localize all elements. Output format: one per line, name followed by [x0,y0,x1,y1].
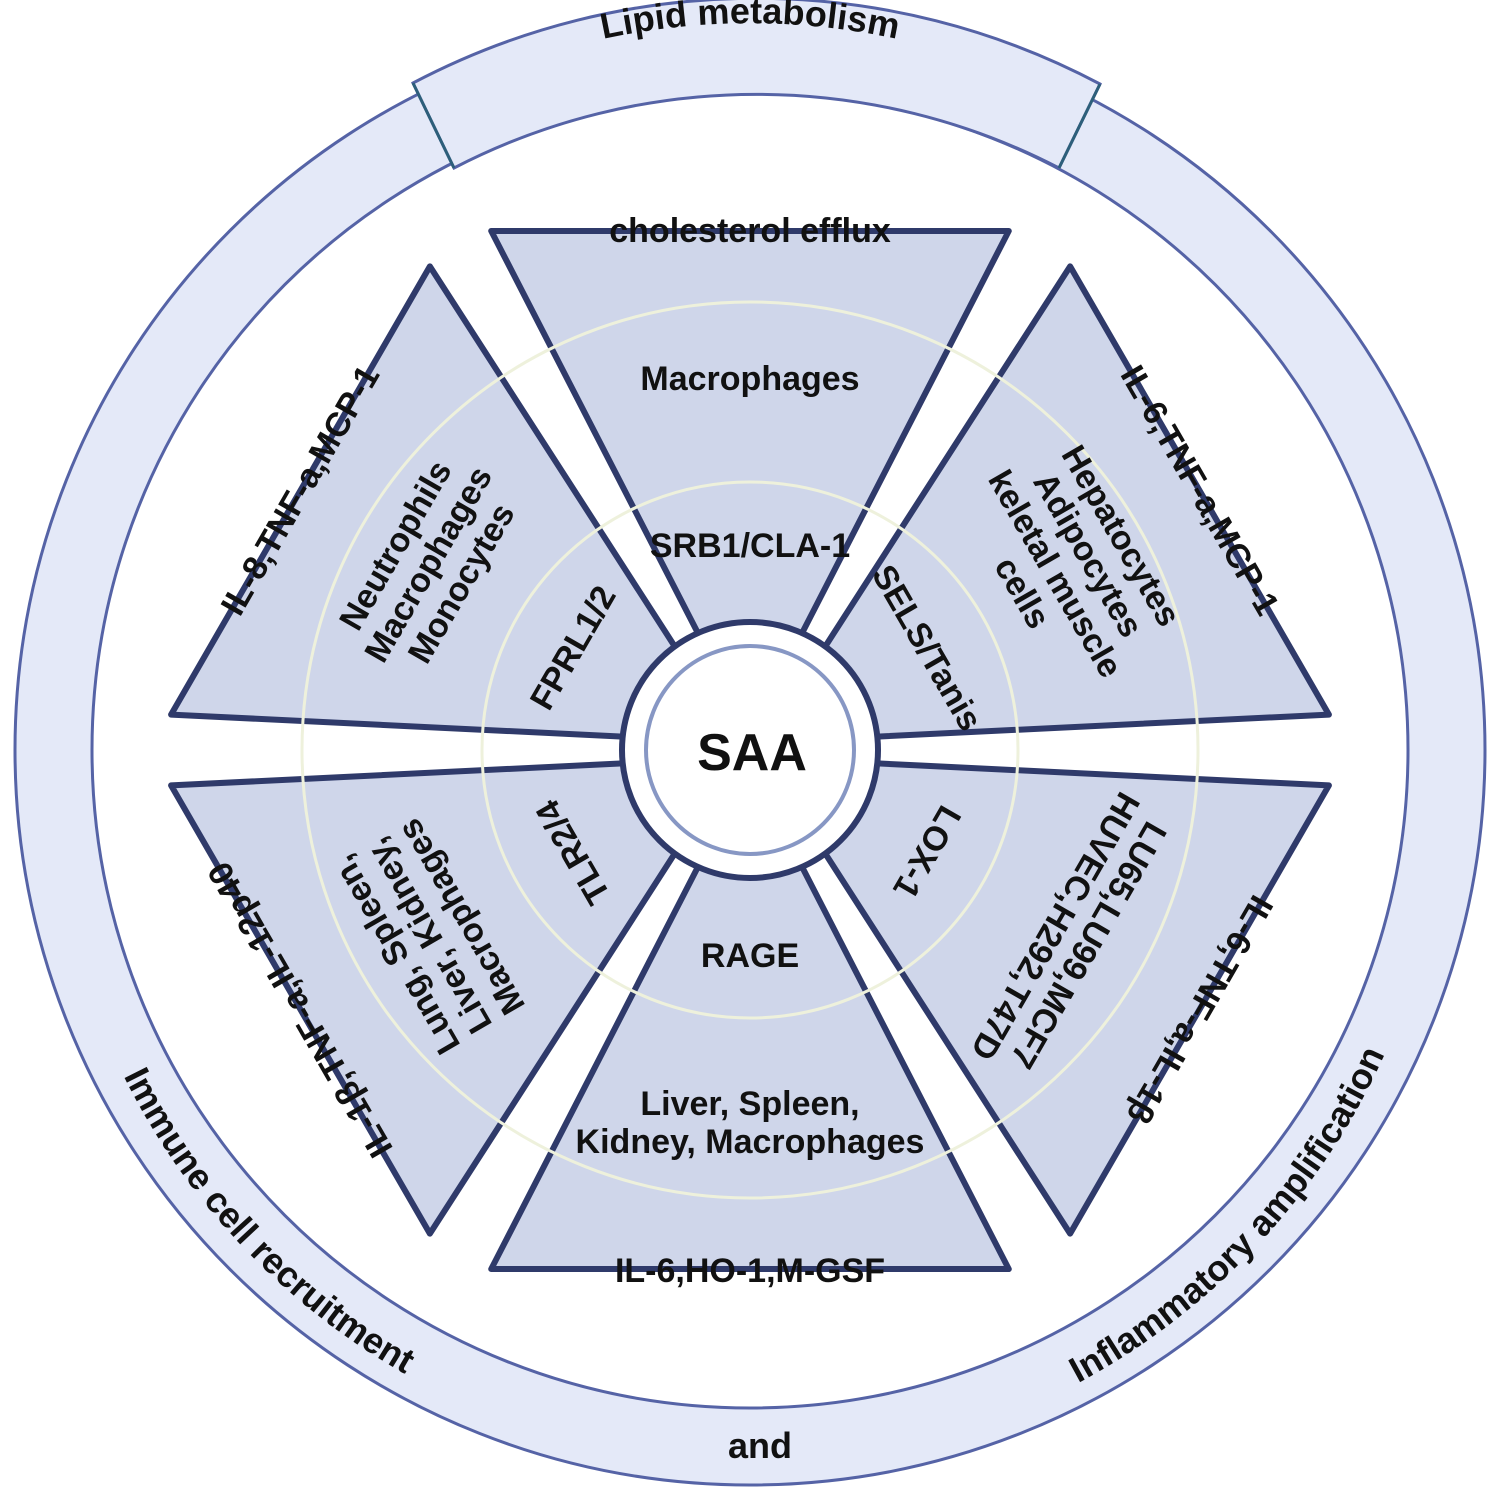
center-label: SAA [697,724,807,782]
rage-receptor-line: RAGE [701,937,799,975]
guide-ring-outer [300,300,1200,1200]
rage-cells-line: Kidney, Macrophages [576,1123,925,1161]
srb1-effect-group: cholesterol efflux [609,212,891,250]
rage-cells-group: Liver, Spleen,Kidney, Macrophages [576,1085,925,1161]
rage-effect-line: IL-6,HO-1,M-GSF [615,1252,885,1290]
guide-rings [300,300,1200,1200]
center-hub-inner [644,644,856,856]
srb1-effect-line: cholesterol efflux [609,212,891,250]
center-hub: SAA [619,619,881,881]
rage-cells-line: Liver, Spleen, [640,1085,859,1123]
srb1-receptor-line: SRB1/CLA-1 [650,527,850,565]
srb1-cells-group: Macrophages [640,360,859,398]
guide-ring-inner [480,480,1020,1020]
srb1-receptor-group: SRB1/CLA-1 [650,527,850,565]
srb1-cells-line: Macrophages [640,360,859,398]
band-divider-left [411,82,456,169]
band-divider-right [1057,83,1102,169]
rage-receptor-group: RAGE [701,937,799,975]
rage-effect-group: IL-6,HO-1,M-GSF [615,1252,885,1290]
and-label: and [728,1425,792,1466]
